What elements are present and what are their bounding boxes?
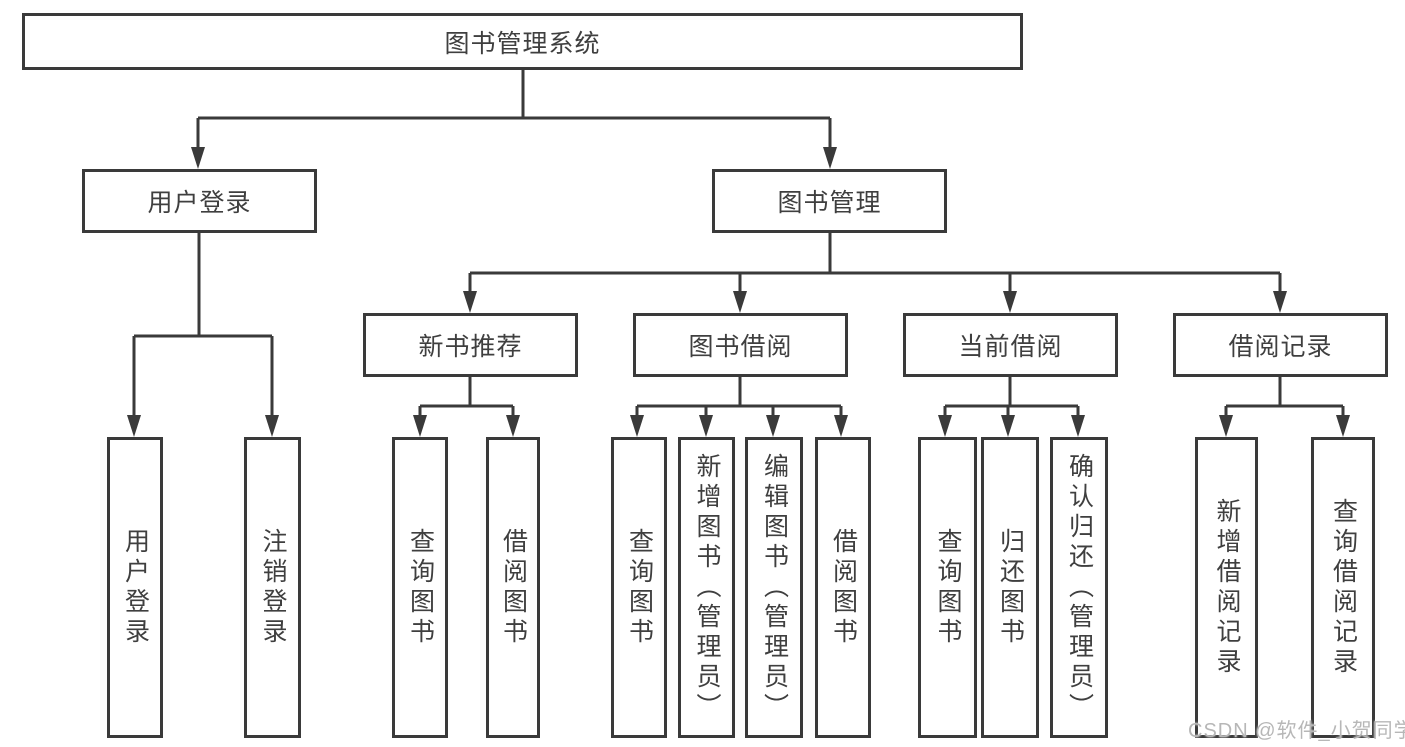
leaf-label: 借阅图书 [499,527,528,648]
leaf-label: 新增借阅记录 [1213,497,1241,678]
leaf-borrow-books: 借阅图书 [815,437,871,738]
leaf-label: 确认归还（管理员） [1065,452,1094,723]
leaf-label: 借阅图书 [829,527,858,648]
leaf-label: 查询借阅记录 [1329,497,1358,678]
leaf-edit-books-admin: 编辑图书（管理员） [745,437,803,738]
leaf-label: 用户登录 [121,527,150,648]
leaf-user-login: 用户登录 [107,437,163,738]
node-user-login-label: 用户登录 [147,189,252,217]
leaf-borrow-books-recommend: 借阅图书 [486,437,540,738]
leaf-add-books-admin: 新增图书（管理员） [678,437,735,738]
leaf-query-books-current: 查询图书 [918,437,977,738]
node-current-borrowing: 当前借阅 [903,313,1118,377]
node-current-borrowing-label: 当前借阅 [958,333,1063,361]
watermark-text: CSDN @软件_小贺同学 [1188,720,1405,742]
arrowheads [127,147,1350,437]
node-new-book-recommend: 新书推荐 [363,313,578,377]
leaf-label: 归还图书 [996,527,1025,648]
leaf-label: 注销登录 [259,527,287,648]
leaf-label: 编辑图书（管理员） [760,452,789,723]
leaf-label: 查询图书 [406,527,435,648]
node-book-borrowing-label: 图书借阅 [688,333,793,361]
leaf-label: 新增图书（管理员） [693,452,721,723]
leaf-return-books: 归还图书 [981,437,1039,738]
node-user-login: 用户登录 [82,169,317,233]
node-root-system: 图书管理系统 [22,13,1023,70]
node-book-management-label: 图书管理 [777,189,882,217]
node-new-book-recommend-label: 新书推荐 [418,333,523,361]
leaf-confirm-return-admin: 确认归还（管理员） [1050,437,1108,738]
leaf-logout: 注销登录 [244,437,301,738]
node-borrowing-records-label: 借阅记录 [1228,333,1333,361]
leaf-query-books-borrowing: 查询图书 [611,437,667,738]
leaf-query-books-recommend: 查询图书 [392,437,448,738]
node-borrowing-records: 借阅记录 [1173,313,1388,377]
leaf-label: 查询图书 [625,527,654,648]
node-book-borrowing: 图书借阅 [633,313,848,377]
leaf-add-borrow-record: 新增借阅记录 [1195,437,1258,738]
node-root-label: 图书管理系统 [444,29,601,58]
leaf-label: 查询图书 [934,527,962,648]
node-book-management: 图书管理 [712,169,947,233]
leaf-query-borrow-record: 查询借阅记录 [1311,437,1375,738]
